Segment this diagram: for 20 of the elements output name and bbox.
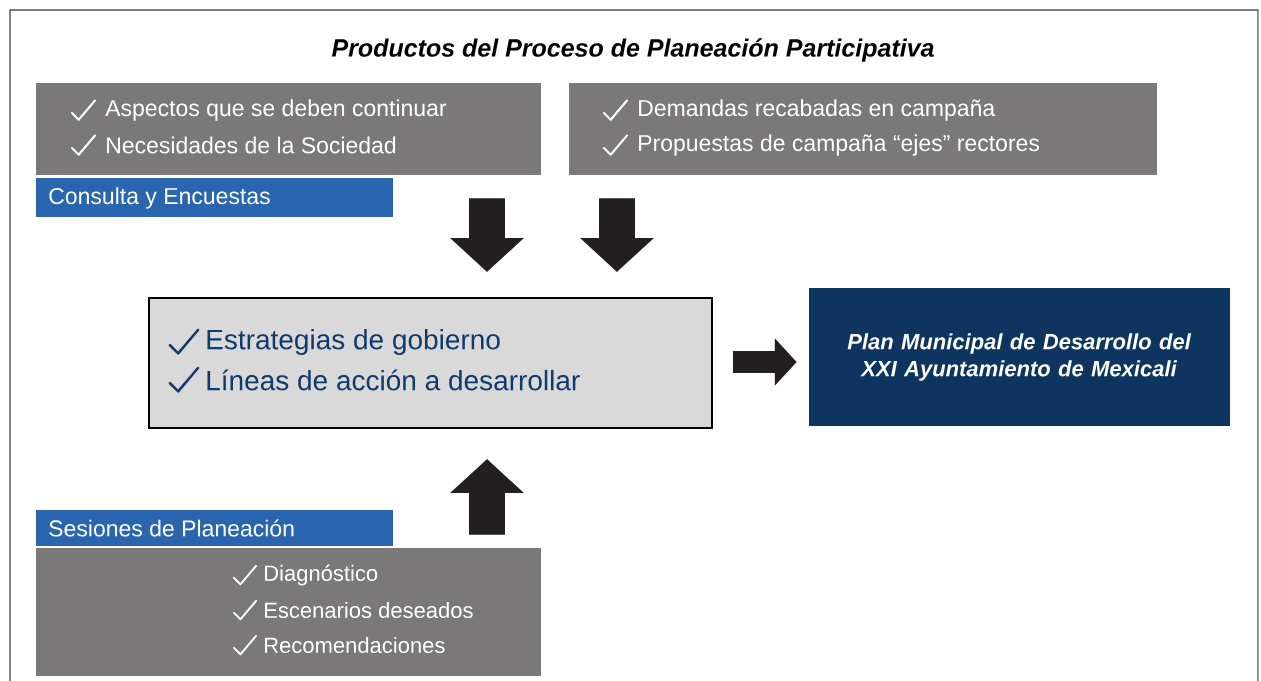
list-item: Líneas de acción a desarrollar bbox=[207, 369, 580, 391]
list-item: Estrategias de gobierno bbox=[207, 328, 500, 356]
list-item: Recomendaciones bbox=[265, 636, 445, 654]
list-item: Necesidades de la Sociedad bbox=[107, 136, 396, 154]
section-label bbox=[36, 178, 393, 217]
result-box bbox=[809, 288, 1230, 426]
input-box bbox=[36, 83, 541, 175]
input-box bbox=[36, 548, 541, 676]
list-item: Escenarios deseados bbox=[265, 601, 473, 619]
list-item: Sesiones de Planeación bbox=[49, 519, 294, 537]
list-item: Consulta y Encuestas bbox=[49, 187, 270, 209]
section-label bbox=[36, 510, 393, 546]
title: Productos del Proceso de Planeación Participativa bbox=[331, 38, 934, 62]
input-box bbox=[569, 83, 1157, 175]
box-text: Plan Municipal de Desarrollo del XXI Ayuntamiento de Mexicali bbox=[847, 333, 1192, 381]
list-item: Aspectos que se deben continuar bbox=[105, 99, 447, 121]
list-item: Demandas recabadas en campaña bbox=[639, 99, 996, 121]
list-item: Diagnóstico bbox=[265, 564, 378, 586]
list-item: Propuestas de campaña “ejes” rectores bbox=[639, 134, 1039, 156]
process-box bbox=[148, 297, 713, 429]
